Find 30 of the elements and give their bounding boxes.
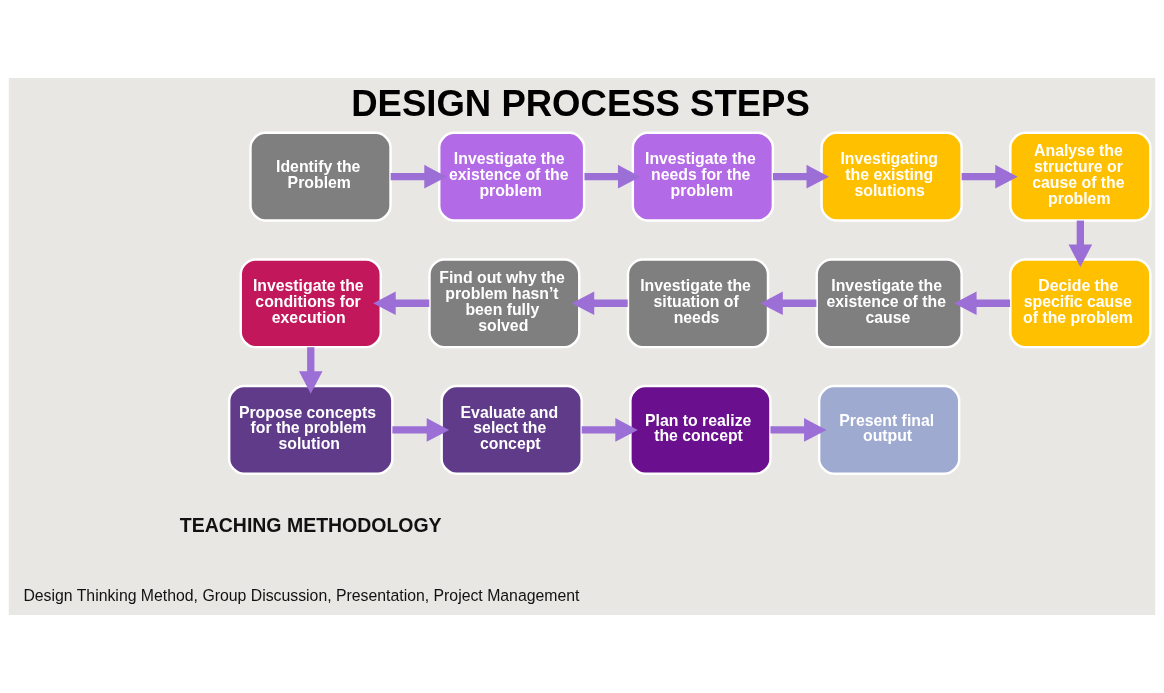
node-box: Investigate the needs for the problem [631,131,775,222]
node-box: Decide the specific cause of the problem [1009,258,1152,349]
arrow [571,291,628,316]
node-box: Investigate the conditions for execution [239,258,382,349]
node-box: Plan to realize the concept [629,384,772,475]
label: TEACHING METHODOLOGY [179,513,442,536]
arrow [581,418,638,442]
arrow [772,164,829,189]
arrow [584,164,641,189]
arrow [760,291,817,316]
node-box: Evaluate and select the concept [440,384,583,475]
arrow [390,164,447,189]
node-box: Analyse the structure or cause of the problem [1009,131,1152,222]
node-box: Investigate the situation of needs [626,258,770,349]
node-box: Propose concepts for the problem solution [227,384,394,475]
arrow [954,291,1011,316]
arrow [373,291,430,316]
node-box: Present final output [817,384,961,475]
arrow [392,418,450,442]
arrow [961,164,1018,189]
arrow [770,418,827,442]
arrow [298,347,323,394]
node-box: Investigating the existing solutions [820,131,963,222]
arrow [1068,220,1093,268]
node-box: Investigate the existence of the cause [815,258,963,349]
diagram-title: DESIGN PROCESS STEPS [351,82,810,124]
node-box: Investigate the existence of the problem [438,131,586,222]
label: Design Thinking Method, Group Discussion, Presentation, Project Management [23,586,580,604]
node-box: Identify the Problem [249,131,392,222]
node-box: Find out why the problem hasn’t been fully solved [428,258,581,349]
